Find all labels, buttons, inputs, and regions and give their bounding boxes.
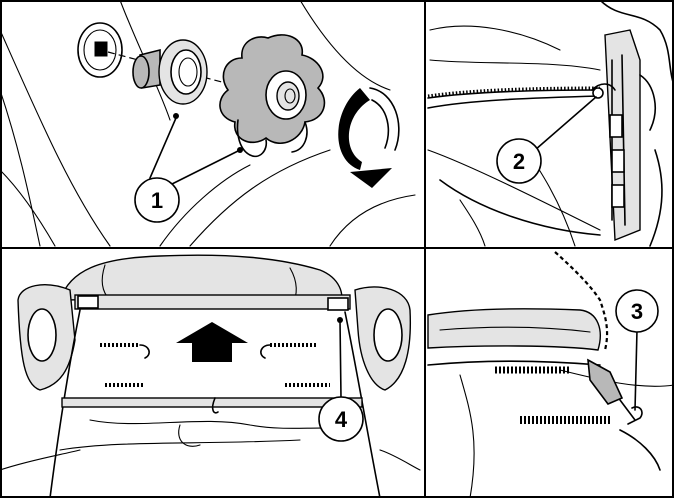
callout-label: 2 xyxy=(513,149,525,174)
panel-spring-hook: 3 xyxy=(427,251,674,498)
callout-label: 4 xyxy=(335,407,348,432)
panel-cover-clip: 2 xyxy=(427,0,674,247)
panel-rear-view: 4 xyxy=(0,254,421,498)
callout-label: 3 xyxy=(631,299,643,324)
spring-icon xyxy=(100,343,330,387)
callout-4: 4 xyxy=(318,317,364,442)
callout-1: 1 xyxy=(134,113,243,223)
rotation-arrow-icon xyxy=(338,87,400,188)
bushing xyxy=(132,39,208,105)
callout-3: 3 xyxy=(615,289,659,411)
callout-2: 2 xyxy=(496,96,597,184)
knob-icon xyxy=(219,34,326,158)
panel-knob-removal: 1 xyxy=(0,0,416,247)
callout-label: 1 xyxy=(151,188,163,213)
socket xyxy=(77,22,123,78)
up-arrow-icon xyxy=(176,322,248,362)
